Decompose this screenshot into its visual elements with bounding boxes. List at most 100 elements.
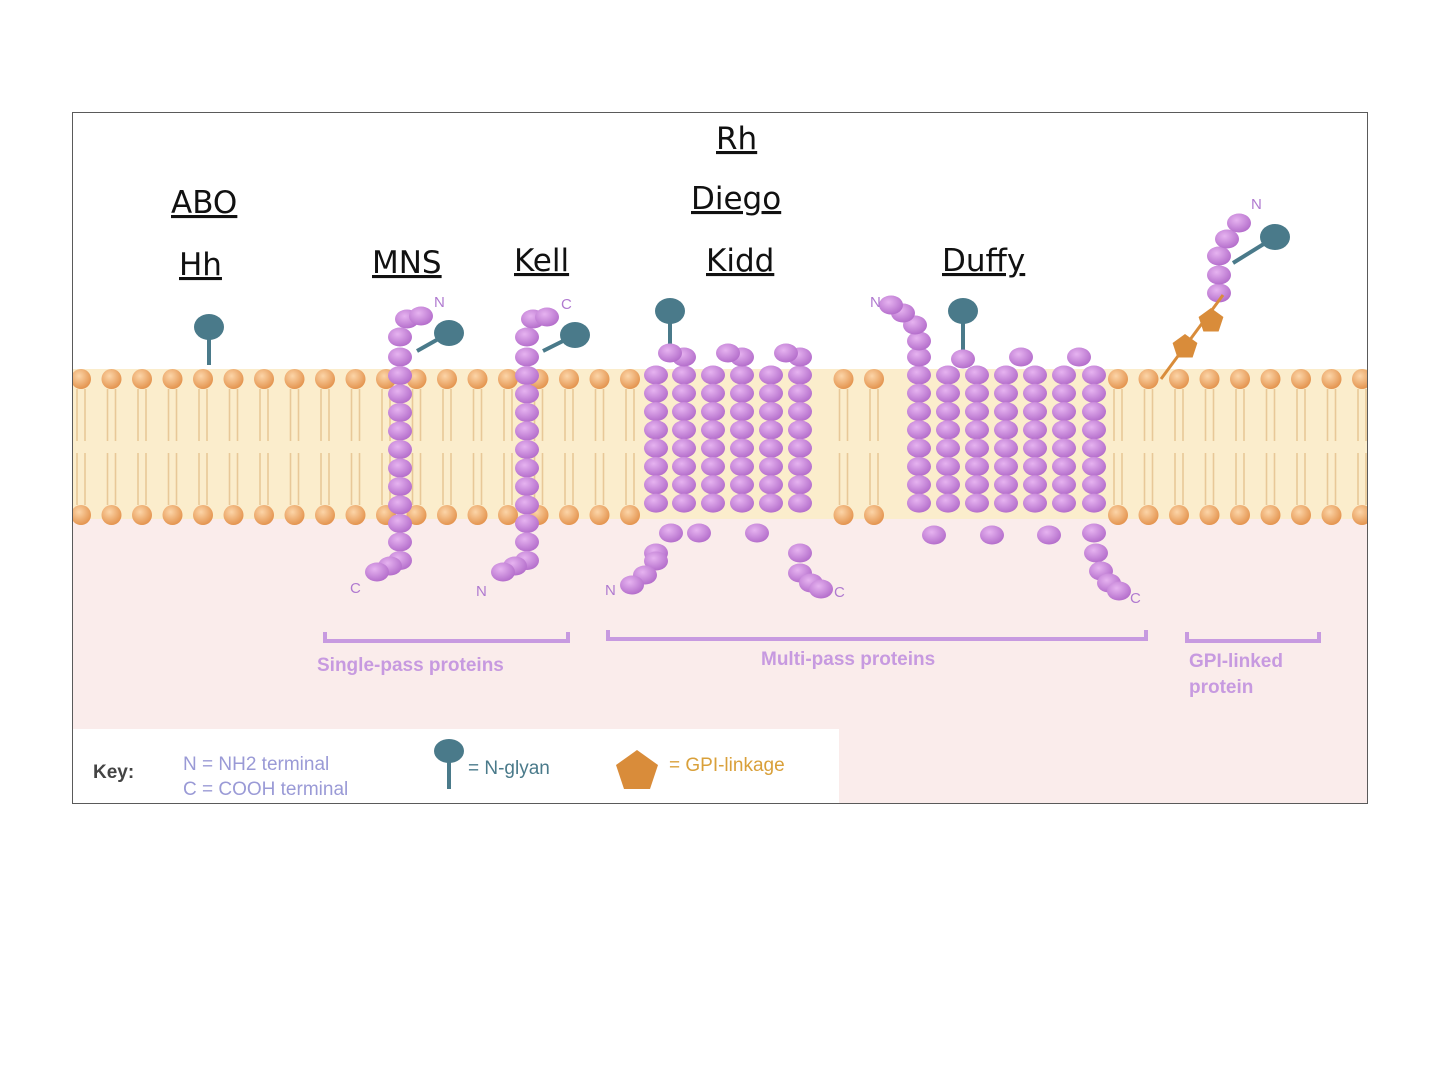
protein-bead bbox=[936, 439, 960, 458]
protein-bead bbox=[759, 494, 783, 513]
protein-bead bbox=[788, 544, 812, 563]
lipid-head bbox=[559, 369, 579, 389]
lipid-head bbox=[132, 505, 152, 525]
protein-bead bbox=[701, 384, 725, 403]
protein-bead bbox=[879, 296, 903, 315]
lipid-head bbox=[193, 369, 213, 389]
protein-bead bbox=[491, 563, 515, 582]
protein-bead bbox=[788, 475, 812, 494]
label-rh: Rh bbox=[716, 121, 757, 157]
protein-bead bbox=[388, 328, 412, 347]
protein-bead bbox=[672, 366, 696, 385]
protein-bead bbox=[788, 439, 812, 458]
protein-bead bbox=[965, 439, 989, 458]
glycan-head bbox=[194, 314, 224, 340]
protein-bead bbox=[907, 494, 931, 513]
key-gpi-text: = GPI-linkage bbox=[669, 755, 785, 776]
protein-bead bbox=[388, 440, 412, 459]
protein-bead bbox=[965, 475, 989, 494]
protein-bead bbox=[965, 494, 989, 513]
key-nglycan-text: = N-glyan bbox=[468, 758, 550, 779]
protein-bead bbox=[774, 344, 798, 363]
protein-bead bbox=[907, 366, 931, 385]
duffy-c-terminal: C bbox=[1130, 590, 1141, 607]
protein-bead bbox=[515, 328, 539, 347]
protein-bead bbox=[936, 457, 960, 476]
protein-bead bbox=[644, 366, 668, 385]
protein-bead bbox=[644, 494, 668, 513]
protein-bead bbox=[936, 494, 960, 513]
rh-n-terminal: N bbox=[605, 582, 616, 599]
lipid-head bbox=[590, 505, 610, 525]
lipid-head bbox=[315, 369, 335, 389]
protein-bead bbox=[1082, 384, 1106, 403]
protein-bead bbox=[759, 439, 783, 458]
protein-bead bbox=[1023, 366, 1047, 385]
protein-bead bbox=[388, 422, 412, 441]
lipid-head bbox=[834, 369, 854, 389]
label-diego: Diego bbox=[691, 181, 781, 217]
label-hh: Hh bbox=[179, 247, 222, 283]
protein-bead bbox=[1052, 475, 1076, 494]
protein-bead bbox=[1023, 384, 1047, 403]
lipid-head bbox=[468, 505, 488, 525]
protein-bead bbox=[730, 494, 754, 513]
kell-n-terminal: N bbox=[476, 583, 487, 600]
protein-bead bbox=[788, 494, 812, 513]
mns-c-terminal: C bbox=[350, 580, 361, 597]
protein-bead bbox=[515, 366, 539, 385]
gpi-n-terminal: N bbox=[1251, 196, 1262, 213]
protein-bead bbox=[388, 496, 412, 515]
protein-bead bbox=[936, 402, 960, 421]
gpi-label-line2: protein bbox=[1189, 677, 1253, 698]
key-panel: Key: N = NH2 terminal C = COOH terminal … bbox=[73, 729, 839, 804]
protein-bead bbox=[1082, 402, 1106, 421]
lipid-head bbox=[1108, 369, 1128, 389]
protein-bead bbox=[388, 348, 412, 367]
lipid-head bbox=[1261, 369, 1281, 389]
protein-bead bbox=[788, 366, 812, 385]
protein-bead bbox=[759, 366, 783, 385]
lipid-head bbox=[1139, 369, 1159, 389]
lipid-head bbox=[1322, 505, 1342, 525]
lipid-head bbox=[315, 505, 335, 525]
lipid-head bbox=[1108, 505, 1128, 525]
protein-bead bbox=[1023, 439, 1047, 458]
duffy-n-terminal: N bbox=[870, 294, 881, 311]
protein-bead bbox=[1082, 366, 1106, 385]
protein-bead bbox=[1227, 214, 1251, 233]
lipid-head bbox=[254, 505, 274, 525]
protein-bead bbox=[1107, 582, 1131, 601]
protein-bead bbox=[515, 477, 539, 496]
mns-n-terminal: N bbox=[434, 294, 445, 311]
protein-bead bbox=[907, 332, 931, 351]
lipid-head bbox=[1322, 369, 1342, 389]
key-n-definition: N = NH2 terminal bbox=[183, 754, 329, 775]
protein-bead bbox=[1215, 230, 1239, 249]
protein-bead bbox=[994, 420, 1018, 439]
protein-bead bbox=[672, 420, 696, 439]
glycan-head bbox=[655, 298, 685, 324]
protein-bead bbox=[907, 439, 931, 458]
protein-bead bbox=[907, 402, 931, 421]
lipid-head bbox=[163, 505, 183, 525]
protein-bead bbox=[515, 514, 539, 533]
protein-bead bbox=[1023, 402, 1047, 421]
protein-bead bbox=[1207, 247, 1231, 266]
protein-bead bbox=[672, 457, 696, 476]
lipid-head bbox=[864, 505, 884, 525]
protein-bead bbox=[659, 524, 683, 543]
key-title: Key: bbox=[93, 762, 134, 783]
protein-bead bbox=[965, 366, 989, 385]
protein-bead bbox=[687, 524, 711, 543]
protein-bead bbox=[759, 384, 783, 403]
lipid-head bbox=[285, 369, 305, 389]
protein-bead bbox=[515, 533, 539, 552]
lipid-head bbox=[498, 369, 518, 389]
protein-bead bbox=[965, 457, 989, 476]
lipid-head bbox=[437, 505, 457, 525]
protein-bead bbox=[1082, 439, 1106, 458]
label-duffy: Duffy bbox=[942, 243, 1025, 279]
protein-bead bbox=[965, 420, 989, 439]
protein-bead bbox=[730, 439, 754, 458]
